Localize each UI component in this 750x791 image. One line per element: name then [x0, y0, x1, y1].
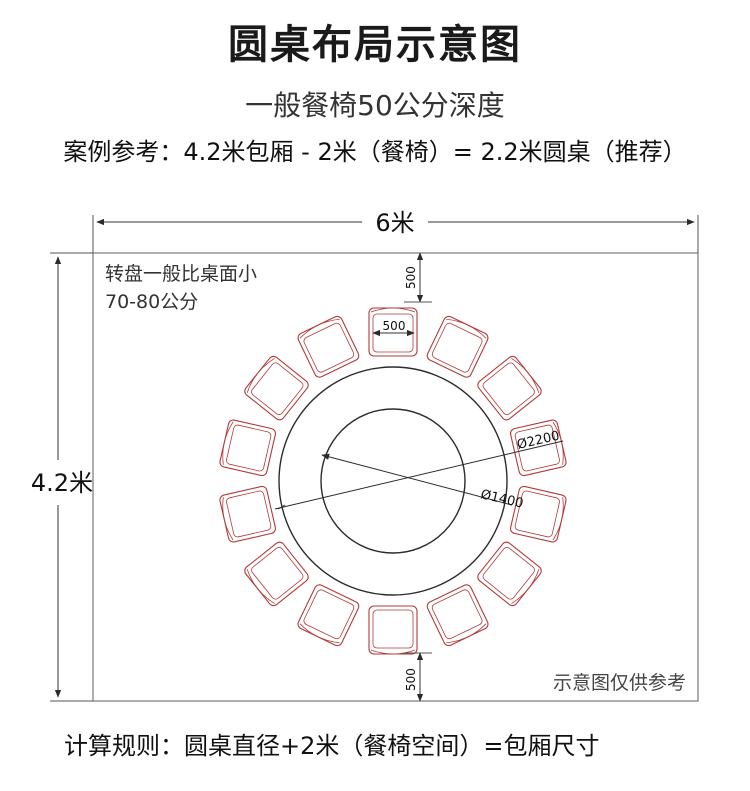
room-width-label: 6米	[375, 209, 414, 237]
turntable-note-line1: 转盘一般比桌面小	[105, 263, 257, 285]
chair-depth-label-bottom: 500	[404, 668, 418, 691]
chair	[509, 485, 567, 543]
room-width-dimension: 6米	[92, 209, 699, 253]
turntable	[320, 408, 466, 554]
reference-note: 案例参考：4.2米包厢 - 2米（餐椅）= 2.2米圆桌（推荐）	[63, 138, 687, 166]
turntable-diameter-label: Ø1400	[479, 487, 525, 511]
page-title: 圆桌布局示意图	[228, 22, 522, 68]
chair	[368, 605, 418, 655]
chair	[426, 315, 489, 378]
chairs-group	[219, 307, 567, 655]
turntable-note-line2: 70-80公分	[105, 291, 198, 313]
chair	[509, 419, 567, 477]
chair-depth-dimension-bottom: 500	[404, 652, 432, 702]
disclaimer-text: 示意图仅供参考	[553, 672, 686, 694]
calculation-rule: 计算规则：圆桌直径+2米（餐椅空间）=包厢尺寸	[64, 732, 600, 760]
chair-depth-dimension-top: 500	[404, 252, 432, 303]
table-diameter-label: Ø2200	[516, 429, 562, 453]
chair	[297, 315, 360, 378]
chair	[219, 419, 277, 477]
chair	[244, 355, 309, 421]
chair-width-dimension: 500	[372, 319, 415, 337]
room-height-dimension: 4.2米	[31, 252, 93, 702]
room-outline	[92, 252, 699, 702]
turntable-diameter-dimension: Ø1400	[321, 453, 525, 512]
chair	[477, 541, 542, 607]
chair	[297, 584, 360, 647]
room-height-label: 4.2米	[31, 469, 93, 497]
chair-depth-label-top: 500	[404, 266, 418, 289]
chair	[477, 355, 542, 421]
chair-width-label: 500	[383, 319, 406, 333]
chair	[219, 485, 277, 543]
chair	[244, 541, 309, 607]
round-table	[278, 366, 508, 596]
chair	[426, 584, 489, 647]
page-subtitle: 一般餐椅50公分深度	[245, 89, 505, 122]
